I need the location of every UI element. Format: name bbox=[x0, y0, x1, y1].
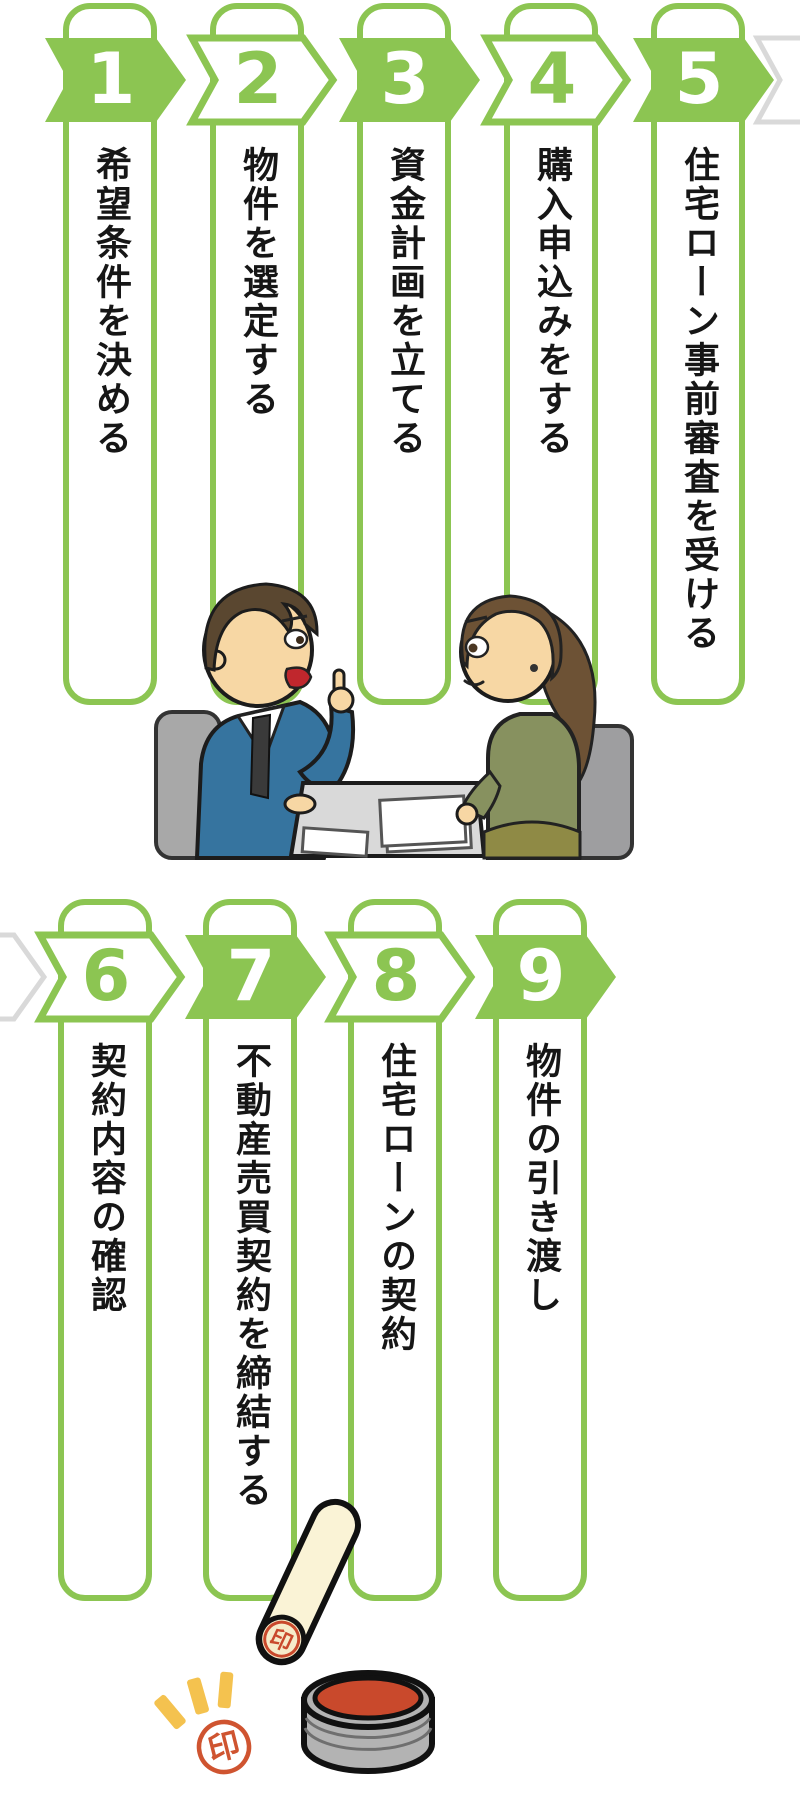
step-4-number: 4 bbox=[527, 38, 577, 120]
step-chevrons-row-2 bbox=[0, 931, 616, 1023]
stamp-mark-kanji: 印 bbox=[204, 1725, 244, 1770]
step-2-label: 物件を選定する bbox=[237, 146, 278, 419]
earring bbox=[530, 664, 538, 672]
step-pills-row-2 bbox=[58, 899, 587, 1601]
table-illustration bbox=[283, 781, 487, 858]
man-hand-on-table bbox=[283, 793, 317, 815]
step-2-number: 2 bbox=[233, 38, 283, 120]
step-9-label: 物件の引き渡し bbox=[520, 1042, 561, 1315]
prev-row-faint-arrow-icon bbox=[0, 932, 48, 1022]
ink-pad-illustration bbox=[301, 1670, 435, 1774]
stamp-mark: 印 bbox=[196, 1719, 252, 1775]
step-7-arrow-icon bbox=[185, 935, 326, 1019]
step-2-arrow-icon bbox=[186, 34, 338, 126]
step-7-pill bbox=[203, 899, 297, 1601]
step-1-label: 希望条件を決める bbox=[90, 146, 131, 458]
step-3-number: 3 bbox=[380, 38, 430, 120]
sparkles-icon bbox=[154, 1671, 234, 1730]
step-6-arrow-icon bbox=[34, 931, 186, 1023]
step-3-label: 資金計画を立てる bbox=[384, 146, 425, 458]
step-8-number: 8 bbox=[371, 935, 421, 1017]
step-6-number: 6 bbox=[81, 935, 131, 1017]
step-5-label: 住宅ローン事前審査を受ける bbox=[678, 146, 719, 653]
hanko-stamp-illustration: 印 印 bbox=[154, 1498, 435, 1775]
step-6-pill bbox=[58, 899, 152, 1601]
step-5-arrow-icon bbox=[633, 38, 774, 122]
step-9-arrow-icon bbox=[475, 935, 616, 1019]
step-1-pill bbox=[63, 3, 157, 705]
woman-illustration bbox=[455, 594, 597, 860]
consultation-illustration bbox=[154, 582, 634, 860]
step-4-label: 購入申込みをする bbox=[531, 146, 572, 458]
hanko-stick: 印 bbox=[255, 1498, 361, 1666]
step-8-arrow-icon bbox=[324, 931, 476, 1023]
step-9-pill bbox=[493, 899, 587, 1601]
step-pills-row-1 bbox=[63, 3, 745, 705]
next-row-faint-arrow-icon bbox=[752, 35, 800, 125]
step-7-label: 不動産売買契約を締結する bbox=[230, 1042, 271, 1510]
step-3-pill bbox=[357, 3, 451, 705]
step-1-arrow-icon bbox=[45, 38, 186, 122]
step-5-number: 5 bbox=[674, 38, 724, 120]
step-6-label: 契約内容の確認 bbox=[85, 1042, 126, 1315]
step-chevrons-row-1 bbox=[45, 34, 800, 126]
step-8-label: 住宅ローンの契約 bbox=[375, 1042, 416, 1354]
step-1-number: 1 bbox=[86, 38, 136, 120]
step-3-arrow-icon bbox=[339, 38, 480, 122]
step-5-pill bbox=[651, 3, 745, 705]
step-4-arrow-icon bbox=[480, 34, 632, 126]
step-9-number: 9 bbox=[516, 935, 566, 1017]
step-7-number: 7 bbox=[226, 935, 276, 1017]
step-8-pill bbox=[348, 899, 442, 1601]
